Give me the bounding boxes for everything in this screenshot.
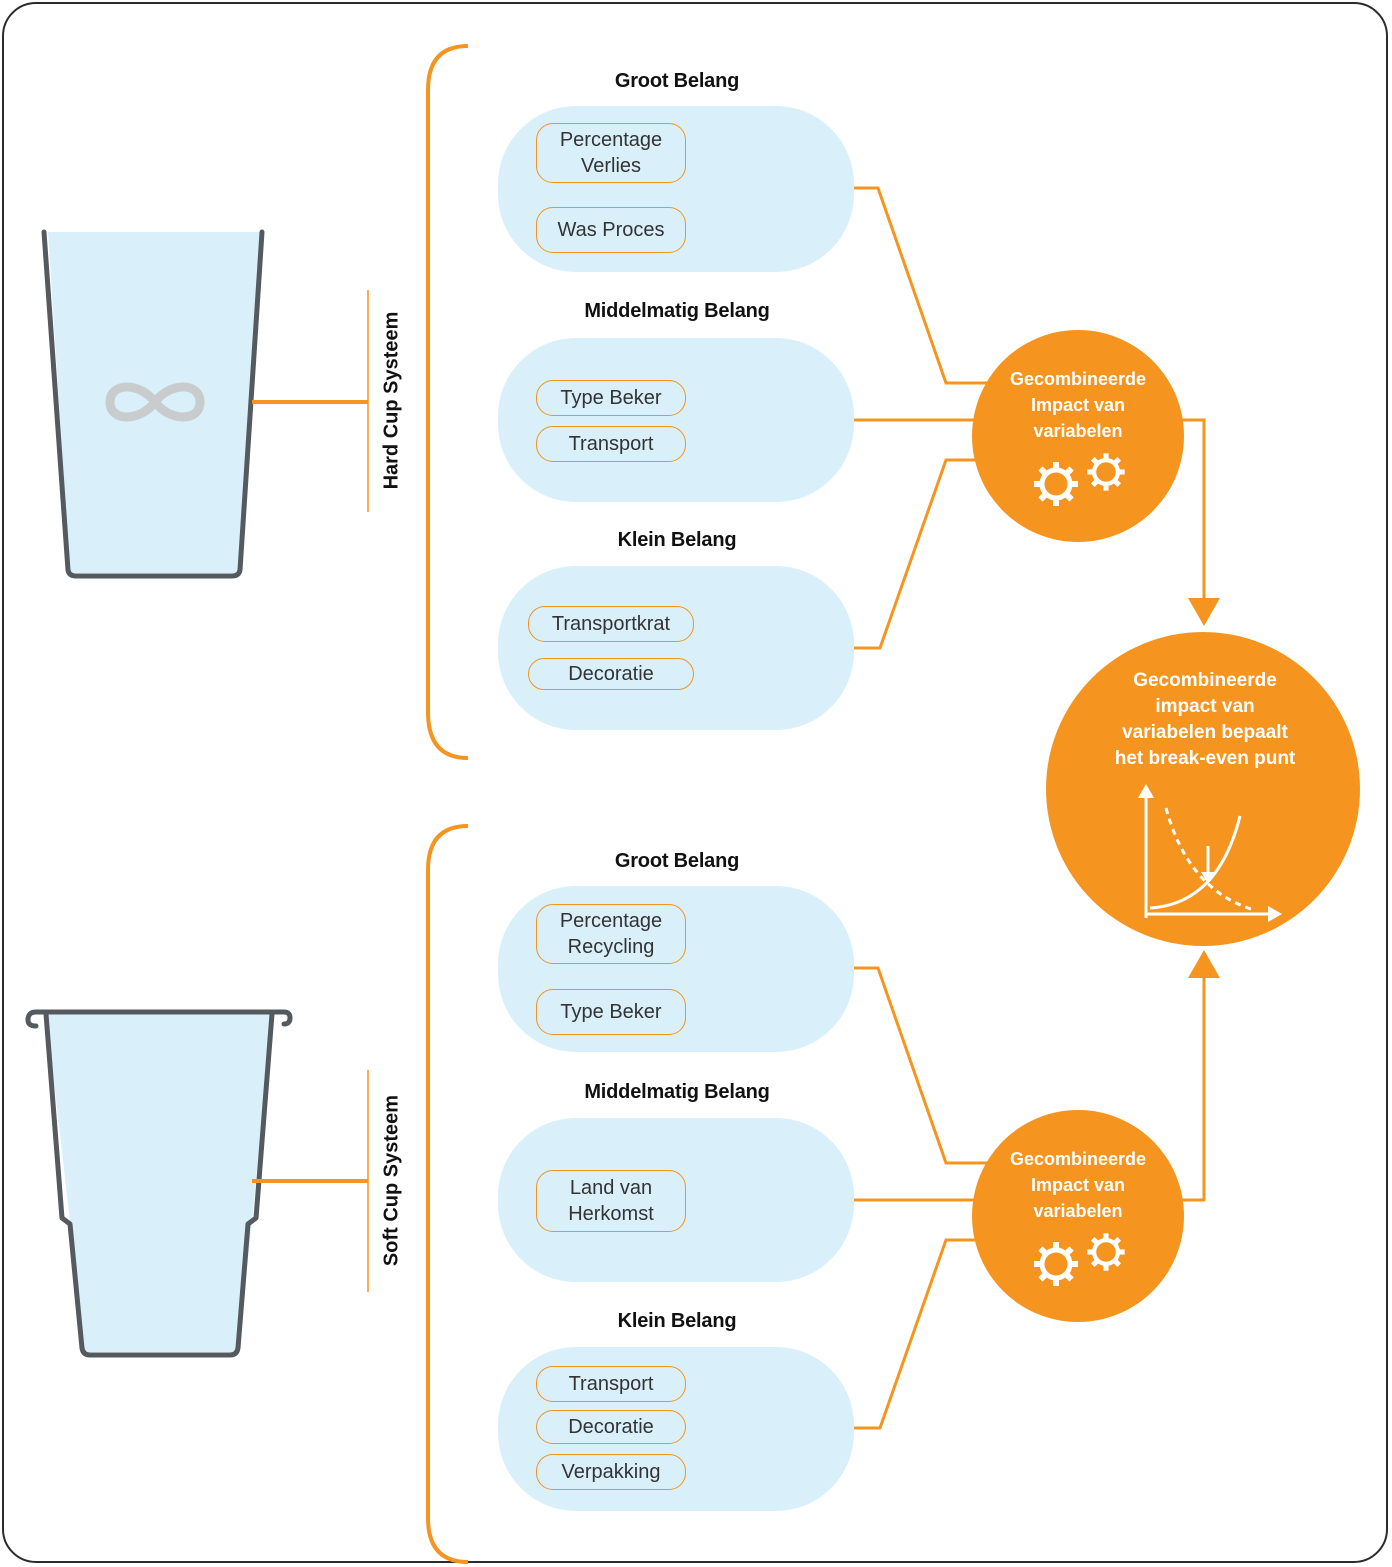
hard-item-type-beker: Type Beker [536, 380, 686, 416]
hard-group-2-panel [498, 338, 854, 502]
hard-item-percentage-verlies: Percentage Verlies [536, 123, 686, 183]
break-even-result-circle [1046, 632, 1360, 946]
soft-group-2-heading: Middelmatig Belang [584, 1081, 770, 1103]
hard-item-was-proces: Was Proces [536, 207, 686, 253]
break-even-chart-icon [1138, 784, 1282, 922]
soft-item-land-van-herkomst: Land van Herkomst [536, 1170, 686, 1232]
soft-group-1-heading: Groot Belang [614, 850, 740, 872]
gears-icon [1020, 1228, 1136, 1298]
gears-icon [1020, 448, 1136, 518]
hard-item-transportkrat: Transportkrat [528, 606, 694, 642]
soft-system-label: Soft Cup Systeem [380, 1094, 403, 1267]
break-even-result-text: Gecombineerde impact van variabelen bepa… [1114, 670, 1296, 769]
hard-group-3-heading: Klein Belang [617, 529, 737, 551]
soft-combined-impact-text: Gecombineerde Impact van variabelen [1009, 1149, 1147, 1221]
hard-group-3-panel [498, 566, 854, 730]
hard-item-decoratie: Decoratie [528, 658, 694, 690]
soft-combined-impact-circle [972, 1110, 1184, 1322]
hard-system-label: Hard Cup Systeem [380, 311, 403, 490]
soft-item-verpakking: Verpakking [536, 1454, 686, 1490]
soft-item-percentage-recycling: Percentage Recycling [536, 904, 686, 964]
hard-combined-impact-circle [972, 330, 1184, 542]
hard-item-transport: Transport [536, 426, 686, 462]
infinity-icon [105, 382, 205, 422]
soft-item-type-beker: Type Beker [536, 989, 686, 1035]
hard-combined-impact-text: Gecombineerde Impact van variabelen [1009, 369, 1147, 441]
soft-group-3-heading: Klein Belang [617, 1310, 737, 1332]
hard-group-2-heading: Middelmatig Belang [584, 300, 770, 322]
soft-item-decoratie: Decoratie [536, 1410, 686, 1444]
soft-cup-icon [25, 1009, 293, 1358]
hard-cup-icon [41, 229, 265, 579]
soft-item-transport: Transport [536, 1366, 686, 1402]
hard-group-1-heading: Groot Belang [614, 70, 740, 92]
